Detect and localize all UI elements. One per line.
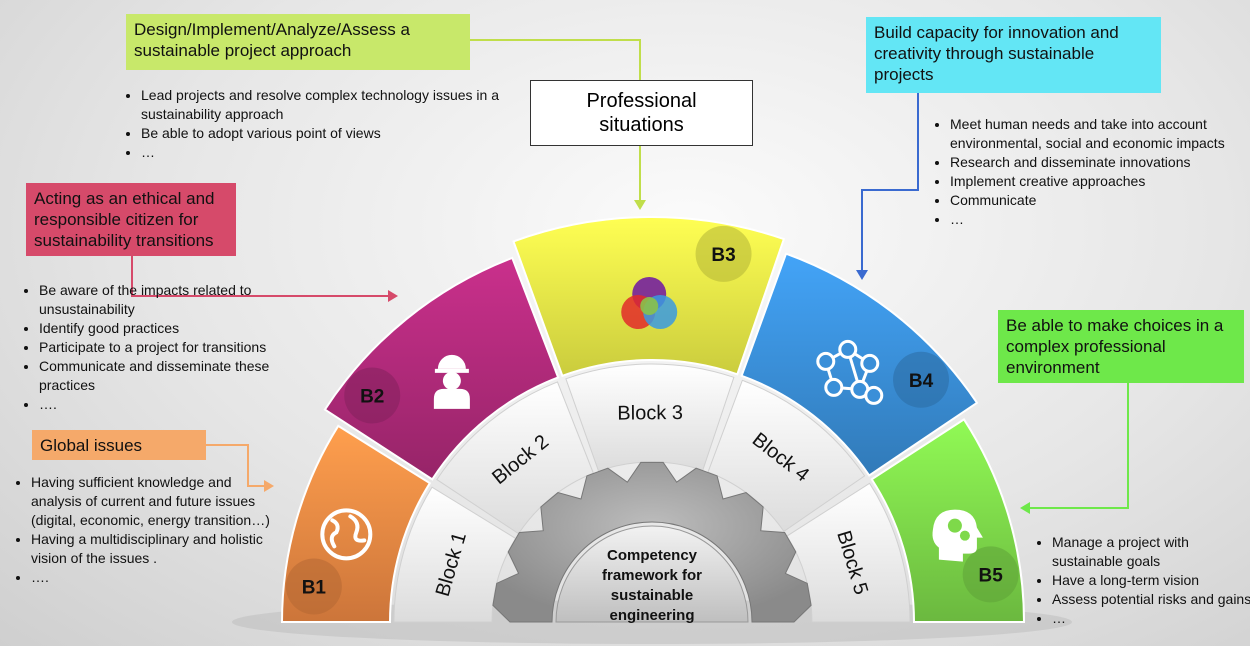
tag-shape-4 [893,351,950,408]
list-item: Lead projects and resolve complex techno… [141,86,541,124]
callout-choices-title: Be able to make choices in a complex pro… [998,310,1244,383]
inner-segment-3 [565,363,735,472]
list-item: Have a long-term vision [1052,571,1250,590]
arrow-head [634,200,646,210]
callout-global-title: Global issues [32,430,206,460]
outer-segment-4 [740,252,979,477]
ethical-title-text: Acting as an ethical and responsible cit… [34,189,215,250]
design-title-text: Design/Implement/Analyze/Assess a sustai… [134,20,410,60]
center-label-line: Competency [607,547,698,564]
arrow-global [206,444,264,487]
gear-body [492,461,812,623]
list-item: Be able to adopt various point of views [141,124,541,143]
tag-shape-2 [344,367,401,424]
arrow-design [470,39,641,200]
block-icons [320,277,983,562]
professional-situations-box: Professional situations [530,80,753,146]
list-item: Participate to a project for transitions [39,338,324,357]
list-item: … [141,143,541,162]
connector-arrows [131,39,1129,514]
arrow-head [1020,502,1030,514]
list-item: Having a multidisciplinary and holistic … [31,530,281,568]
capacity-title-text: Build capacity for innovation and creati… [874,23,1119,84]
tag-shape-3 [695,225,752,282]
list-item: Be aware of the impacts related to unsus… [39,281,324,319]
ethical-bullets: Be aware of the impacts related to unsus… [19,281,324,414]
callout-capacity-title: Build capacity for innovation and creati… [866,17,1161,93]
list-item: Communicate and disseminate these practi… [39,357,324,395]
list-item: … [950,210,1230,229]
inner-segment-4 [707,379,866,533]
design-bullets: Lead projects and resolve complex techno… [121,86,541,162]
arrow-ethical [131,256,388,297]
list-item: Communicate [950,191,1230,210]
choices-title-text: Be able to make choices in a complex pro… [1006,316,1224,377]
professional-situations-label: Professional situations [586,90,697,136]
list-item: Having sufficient knowledge and analysis… [31,473,281,530]
list-item: Implement creative approaches [950,172,1230,191]
block-tag-4: B4 [909,371,934,392]
list-item: Identify good practices [39,319,324,338]
arrow-head [388,290,398,302]
block-tag-2: B2 [360,386,384,407]
arrow-head [264,480,274,492]
callout-ethical-title: Acting as an ethical and responsible cit… [26,183,236,256]
inner-segment-2 [436,381,595,535]
choices-bullets: Manage a project with sustainable goals … [1032,533,1250,628]
list-item: …. [31,568,281,587]
global-title-text: Global issues [40,436,143,455]
list-item: … [1052,609,1250,628]
inner-segment-5 [786,482,911,623]
global-bullets: Having sufficient knowledge and analysis… [11,473,281,587]
globe-icon [320,508,373,561]
worker-icon [433,354,470,409]
block-tag-5: B5 [979,565,1004,586]
list-item: …. [39,395,324,414]
arrow-choices [1030,383,1129,509]
arrow-head [856,270,868,280]
center-label-line: sustainable [611,587,694,604]
head-gears-icon [932,509,983,562]
list-item: Research and disseminate innovations [950,153,1230,172]
arrow-capacity [861,93,919,270]
venn-icon [621,277,678,330]
capacity-bullets: Meet human needs and take into account e… [930,115,1230,229]
list-item: Assess potential risks and gains [1052,590,1250,609]
center-label-line: framework for [602,567,702,584]
block-label-3: Block 3 [617,402,683,425]
center-label-line: engineering [609,607,694,624]
gear-shape [492,461,812,623]
tag-shape-1 [285,558,342,615]
center-hub-shape [555,525,749,623]
list-item: Manage a project with sustainable goals [1052,533,1250,571]
list-item: Meet human needs and take into account e… [950,115,1230,153]
network-icon [816,339,884,405]
block-tag-3: B3 [711,245,735,266]
center-hub: Competency framework for sustainable engine… [555,525,749,624]
block-tag-1: B1 [302,577,327,598]
tag-shape-5 [962,546,1019,603]
callout-design-title: Design/Implement/Analyze/Assess a sustai… [126,14,470,70]
